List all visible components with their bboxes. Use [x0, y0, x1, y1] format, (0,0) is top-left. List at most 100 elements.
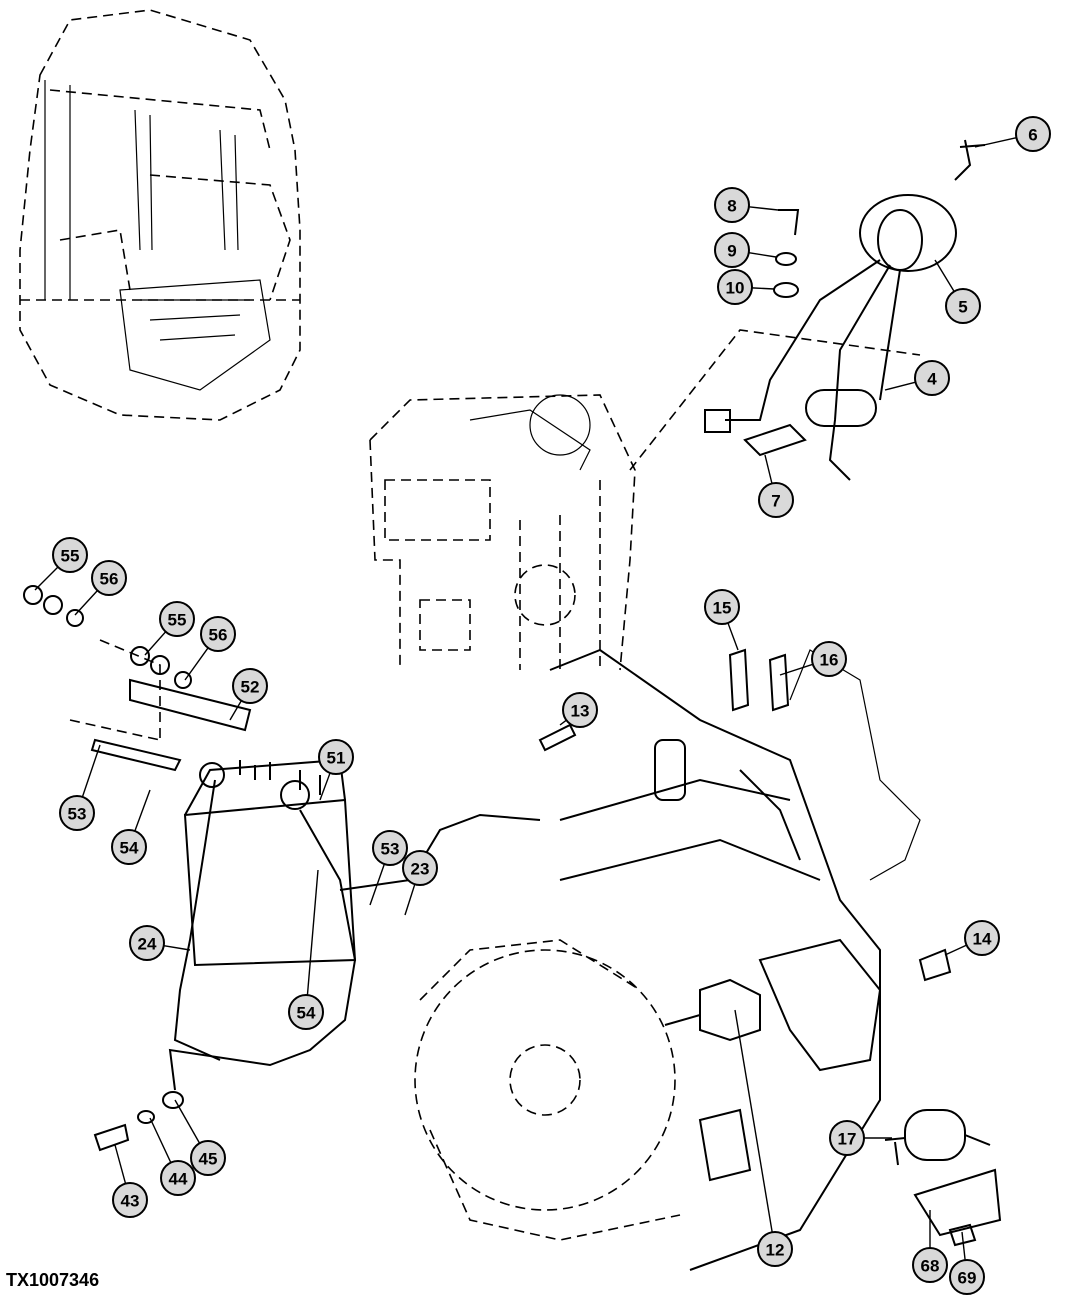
callout-number: 45 [199, 1150, 218, 1169]
leader-line-53 [81, 744, 101, 798]
callout-number: 8 [727, 197, 736, 216]
callout-circle [714, 232, 750, 268]
callout-number: 68 [921, 1257, 940, 1276]
callout-16: 16 [811, 641, 847, 677]
leader-line-15 [727, 622, 739, 651]
leader-line-69 [961, 1231, 966, 1261]
callout-circle [562, 692, 598, 728]
callout-circle [372, 830, 408, 866]
callout-number: 54 [120, 839, 139, 858]
callout-number: 54 [297, 1004, 316, 1023]
leader-line-7 [764, 454, 773, 484]
callout-circle [159, 601, 195, 637]
callout-5: 5 [945, 288, 981, 324]
callout-10: 10 [717, 269, 753, 305]
callout-68: 68 [912, 1247, 948, 1283]
callout-circle [757, 1231, 793, 1267]
callout-circle [200, 616, 236, 652]
callout-23: 23 [402, 850, 438, 886]
callout-8: 8 [714, 187, 750, 223]
callout-circle [829, 1120, 865, 1156]
leader-line-13 [559, 719, 567, 726]
callout-number: 14 [973, 930, 992, 949]
leader-line-12 [734, 1009, 773, 1233]
callout-number: 6 [1028, 126, 1037, 145]
battery-assembly [23, 585, 541, 1152]
leader-line-6 [974, 137, 1017, 148]
callout-number: 24 [138, 935, 157, 954]
callout-56: 56 [91, 560, 127, 596]
callout-53: 53 [59, 795, 95, 831]
callout-circle [1015, 116, 1051, 152]
callout-number: 53 [68, 805, 87, 824]
leader-lines [34, 137, 1017, 1261]
leader-line-10 [751, 287, 775, 290]
callout-circle [129, 925, 165, 961]
callout-circle [112, 1182, 148, 1218]
engine-block [414, 648, 952, 1271]
fuel-pump-assembly [884, 1109, 1002, 1247]
callout-number: 15 [713, 599, 732, 618]
callout-51: 51 [318, 739, 354, 775]
callout-number: 13 [571, 702, 590, 721]
leader-line-56 [74, 590, 99, 616]
callout-circle [160, 1160, 196, 1196]
leader-line-53 [369, 863, 386, 906]
leader-line-54 [134, 789, 151, 832]
callout-circle [190, 1140, 226, 1176]
callout-circle [964, 920, 1000, 956]
leader-line-14 [944, 944, 967, 956]
leader-line-55 [144, 631, 167, 656]
leader-line-16 [779, 663, 814, 676]
leader-line-8 [748, 206, 779, 211]
callout-14: 14 [964, 920, 1000, 956]
callout-6: 6 [1015, 116, 1051, 152]
callout-circle [758, 482, 794, 518]
machine-overview [19, 9, 301, 421]
callout-number: 16 [820, 651, 839, 670]
leader-line-43 [114, 1144, 127, 1184]
callout-circle [402, 850, 438, 886]
callout-circle [318, 739, 354, 775]
callout-number: 10 [726, 279, 745, 298]
callout-9: 9 [714, 232, 750, 268]
callout-54: 54 [111, 829, 147, 865]
leader-line-54 [306, 869, 319, 996]
callout-53: 53 [372, 830, 408, 866]
leader-line-55 [34, 566, 59, 591]
leader-line-4 [884, 381, 916, 391]
callout-number: 69 [958, 1269, 977, 1288]
callout-69: 69 [949, 1259, 985, 1295]
leader-line-24 [163, 945, 191, 951]
callout-number: 12 [766, 1241, 785, 1260]
callout-number: 55 [168, 611, 187, 630]
callout-number: 53 [381, 840, 400, 859]
callout-4: 4 [914, 360, 950, 396]
callout-52: 52 [232, 668, 268, 704]
leader-line-56 [184, 647, 209, 681]
callout-45: 45 [190, 1140, 226, 1176]
callout-44: 44 [160, 1160, 196, 1196]
callout-number: 43 [121, 1192, 140, 1211]
callout-circle [912, 1247, 948, 1283]
callout-24: 24 [129, 925, 165, 961]
callout-circle [111, 829, 147, 865]
callout-circle [232, 668, 268, 704]
callout-number: 5 [958, 298, 967, 317]
callout-12: 12 [757, 1231, 793, 1267]
callout-circle [704, 589, 740, 625]
callout-17: 17 [829, 1120, 865, 1156]
leader-line-5 [934, 259, 955, 292]
callout-circle [288, 994, 324, 1030]
callout-number: 9 [727, 242, 736, 261]
callout-circle [945, 288, 981, 324]
callout-56: 56 [200, 616, 236, 652]
callout-number: 4 [927, 370, 937, 389]
callout-number: 51 [327, 749, 346, 768]
callout-number: 23 [411, 860, 430, 879]
callout-number: 55 [61, 547, 80, 566]
callout-circle [914, 360, 950, 396]
leader-line-44 [149, 1117, 172, 1163]
